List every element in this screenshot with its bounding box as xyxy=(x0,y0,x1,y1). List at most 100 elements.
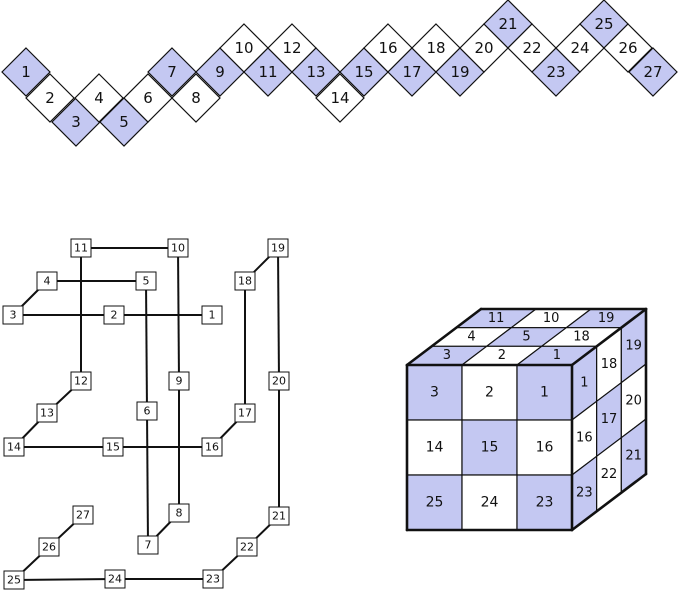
cube-right-label: 23 xyxy=(576,486,593,501)
cube-edge xyxy=(405,307,483,367)
cube-top-label: 2 xyxy=(498,348,506,363)
strip-diamond xyxy=(74,73,124,123)
strip-cell-label: 21 xyxy=(498,15,517,33)
graph-edge xyxy=(277,247,280,382)
graph-edge xyxy=(13,578,116,581)
graph-node-label: 1 xyxy=(209,309,216,322)
graph-node-box xyxy=(167,238,189,258)
cube-edge xyxy=(570,307,648,367)
cube-front-cell: 16 xyxy=(516,419,573,476)
cube-front-label: 25 xyxy=(426,495,444,511)
cube-front-tile xyxy=(406,474,463,531)
strip-cell-label: 6 xyxy=(143,89,153,107)
strip-cell-label: 5 xyxy=(119,113,129,131)
cube-top-label: 3 xyxy=(443,348,451,363)
cube-front-label: 24 xyxy=(481,495,499,511)
graph-node: 10 xyxy=(167,238,189,258)
graph-node-label: 14 xyxy=(7,441,21,454)
strip-diamond xyxy=(25,73,75,123)
graph-edge xyxy=(177,247,180,382)
graph-node-box xyxy=(268,506,290,526)
strip-cell-label: 14 xyxy=(330,89,349,107)
graph-node: 24 xyxy=(104,569,126,589)
strip-cell-label: 27 xyxy=(643,63,662,81)
graph-node: 4 xyxy=(36,271,58,291)
graph-node: 11 xyxy=(70,238,92,258)
graph-node-box xyxy=(70,371,92,391)
graph-node: 5 xyxy=(135,271,157,291)
graph-node-box xyxy=(136,401,158,421)
cube-front-cell: 15 xyxy=(461,419,518,476)
graph-node: 21 xyxy=(268,506,290,526)
strip-cell-label: 24 xyxy=(570,39,589,57)
cube-front-tile xyxy=(461,474,518,531)
graph-edge xyxy=(146,410,149,546)
cube-right-cell: 20 xyxy=(620,362,647,439)
cube-front-label: 3 xyxy=(430,385,439,401)
graph-node: 13 xyxy=(36,403,58,423)
cube-right-label: 22 xyxy=(601,467,618,482)
strip-cell: 13 xyxy=(291,47,341,97)
strip-diamond xyxy=(1,47,51,97)
strip-diamond xyxy=(603,23,653,73)
cube-outline xyxy=(405,307,648,532)
cube-front-cell: 2 xyxy=(461,364,518,421)
graph-node: 16 xyxy=(201,437,223,457)
graph-node: 15 xyxy=(102,437,124,457)
cube-top-label: 18 xyxy=(573,330,590,345)
graph-node-box xyxy=(70,238,92,258)
graph-node: 9 xyxy=(168,371,190,391)
strip-cell-label: 7 xyxy=(167,63,177,81)
graph-node-label: 21 xyxy=(272,510,286,523)
graph-node-label: 6 xyxy=(144,405,151,418)
strip-cell-label: 23 xyxy=(546,63,565,81)
graph-node-label: 15 xyxy=(106,441,120,454)
strip-cell-label: 12 xyxy=(282,39,301,57)
graph-node-label: 11 xyxy=(74,242,88,255)
graph-node-label: 22 xyxy=(240,541,254,554)
graph-node-label: 16 xyxy=(205,441,219,454)
cube-front-tile xyxy=(516,474,573,531)
graph-node-label: 10 xyxy=(171,242,185,255)
graph-node-label: 27 xyxy=(76,509,90,522)
cube-right-label: 19 xyxy=(625,338,642,353)
cube-top-label: 1 xyxy=(553,348,561,363)
graph-node-box xyxy=(268,371,290,391)
graph-node-box xyxy=(234,271,256,291)
graph-node-label: 4 xyxy=(44,275,51,288)
graph-node: 18 xyxy=(234,271,256,291)
graph-node-label: 5 xyxy=(143,275,150,288)
strip-cell-label: 3 xyxy=(71,113,81,131)
strip-cell-label: 20 xyxy=(474,39,493,57)
cube-front-cell: 24 xyxy=(461,474,518,531)
diamond-strip: 1234567891011121314151617181920212223242… xyxy=(1,0,678,147)
cube-right-label: 17 xyxy=(601,412,618,427)
strip-cell: 1 xyxy=(1,47,51,97)
strip-diamond xyxy=(171,73,221,123)
graph-node-box xyxy=(201,305,223,325)
graph-node-box xyxy=(236,537,258,557)
graph-node-label: 3 xyxy=(10,309,17,322)
cube-right-label: 18 xyxy=(601,357,618,372)
graph-node-box xyxy=(38,537,60,557)
graph-node-box xyxy=(234,403,256,423)
cube-right-label: 20 xyxy=(625,393,642,408)
graph-node-box xyxy=(103,305,125,325)
strip-diamond xyxy=(315,73,365,123)
strip-cell-label: 4 xyxy=(94,89,104,107)
graph-node-label: 17 xyxy=(238,407,252,420)
cube-front-cell: 3 xyxy=(406,364,463,421)
graph-node-label: 26 xyxy=(42,541,56,554)
strip-cell-label: 8 xyxy=(191,89,201,107)
cube-front-label: 16 xyxy=(536,440,554,456)
graph-node: 23 xyxy=(202,569,224,589)
graph-node-label: 25 xyxy=(7,574,21,587)
strip-cell: 14 xyxy=(315,73,365,123)
cube-front-label: 23 xyxy=(536,495,554,511)
strip-diamond xyxy=(147,47,197,97)
graph-node: 26 xyxy=(38,537,60,557)
